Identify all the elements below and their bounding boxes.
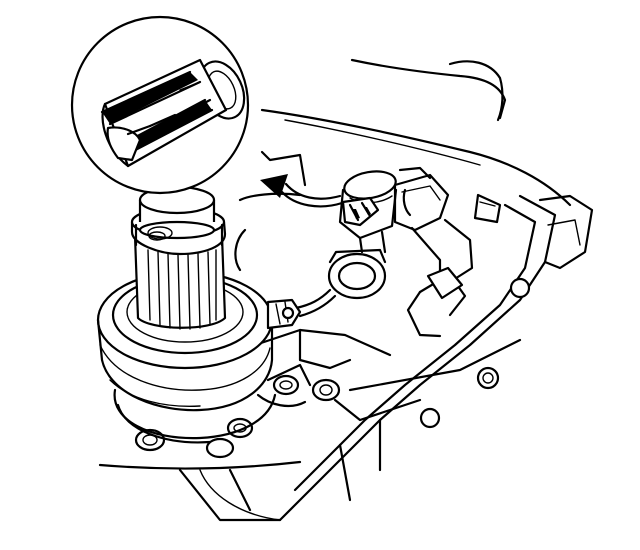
detail-callout-circle [70,15,250,195]
slotted-pin-detail [100,58,246,168]
internal-mechanism [393,166,502,338]
transmission-housing [98,58,594,522]
release-fork-component [294,170,398,318]
curved-arrow-icon [260,174,344,208]
release-bearing-assembly [96,185,341,459]
